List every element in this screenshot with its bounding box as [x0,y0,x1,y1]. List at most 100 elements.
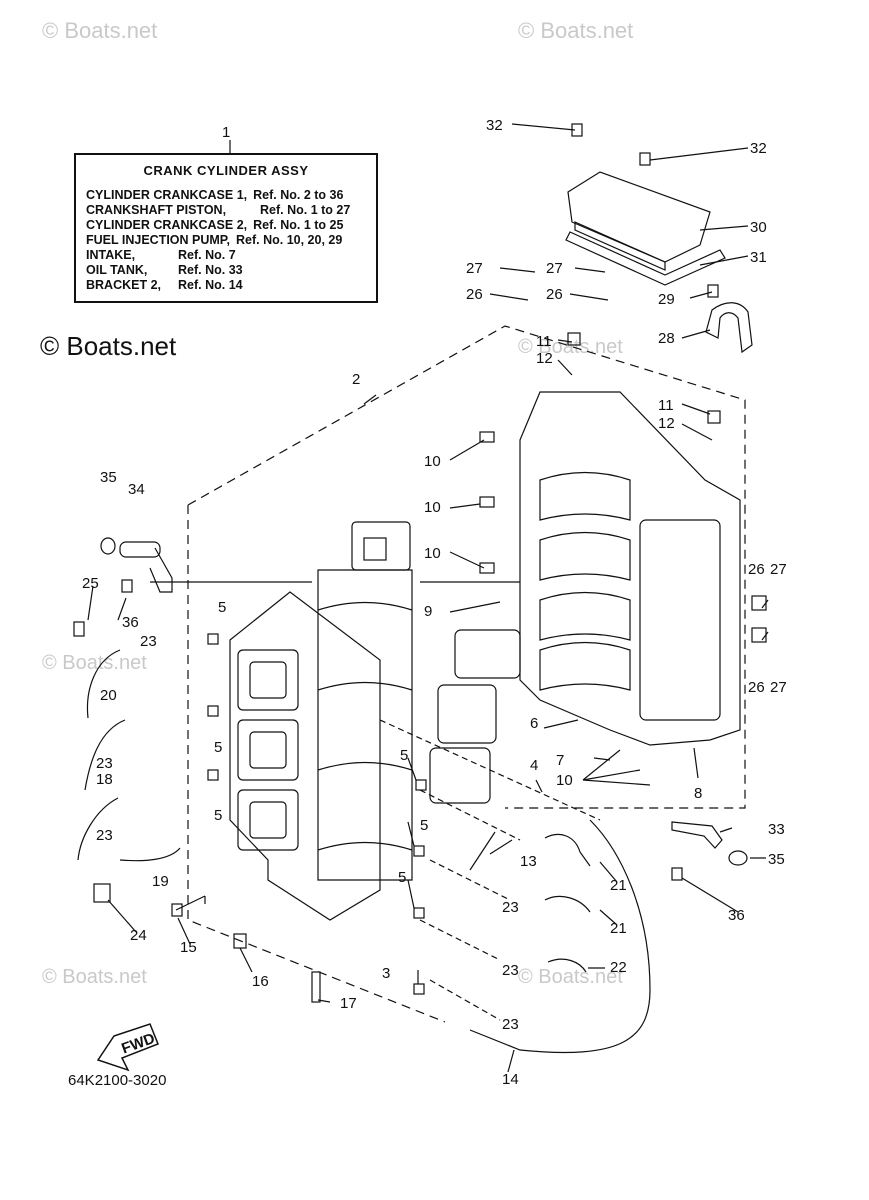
assembly-legend-box: CRANK CYLINDER ASSY CYLINDER CRANKCASE 1… [74,153,378,303]
callout-number: 26 [748,679,765,696]
callout-number: 34 [128,481,145,498]
bolt-head [121,579,133,593]
legend-row-name: FUEL INJECTION PUMP, [86,233,231,247]
legend-row: BRACKET 2, Ref. No. 14 [86,278,366,293]
callout-number: 29 [658,291,675,308]
callout-number: 18 [96,771,113,788]
callout-number: 11 [536,333,552,350]
legend-row: INTAKE, Ref. No. 7 [86,248,366,263]
callout-number: 5 [420,817,428,834]
watermark-top-right: © Boats.net [518,18,634,43]
head-cover-gasket [565,231,726,286]
callout-number: 30 [750,219,767,236]
hose [84,719,126,791]
legend-row-ref: Ref. No. 2 to 36 [253,188,344,202]
legend-row-ref: Ref. No. 1 to 25 [253,218,344,232]
callout-number: 32 [750,140,767,157]
legend-row: FUEL INJECTION PUMP,Ref. No. 10, 20, 29 [86,233,366,248]
bolt-head [567,332,581,346]
callout-number: 4 [530,757,538,774]
legend-row: CRANKSHAFT PISTON,Ref. No. 1 to 27 [86,203,366,218]
callout-number: 27 [770,561,787,578]
piston [429,747,491,804]
watermark-mid-left: © Boats.net [42,652,147,674]
callout-number: 26 [466,286,483,303]
callout-number: 22 [610,959,627,976]
crankcase-block-right [519,391,741,746]
callout-number: 35 [100,469,117,486]
drawing-code: 64K2100-3020 [68,1072,167,1089]
callout-number: 16 [252,973,269,990]
legend-row-ref: Ref. No. 14 [178,278,243,292]
legend-row: OIL TANK, Ref. No. 33 [86,263,366,278]
legend-row-name: CYLINDER CRANKCASE 2, [86,218,248,232]
legend-row-ref: Ref. No. 7 [178,248,236,262]
callout-number: 3 [382,965,390,982]
pipe [119,541,161,558]
callout-number: 17 [340,995,357,1012]
callout-number: 23 [96,755,113,772]
callout-number: 27 [770,679,787,696]
hose [77,797,119,861]
callout-number: 24 [130,927,147,944]
callout-number: 13 [520,853,537,870]
callout-number: 12 [658,415,675,432]
callout-number: 10 [424,499,441,516]
legend-row-name: INTAKE, [86,248,136,262]
piston [454,629,521,679]
bolt-head [639,152,651,166]
crankshaft-top [351,521,411,571]
bracket [705,302,753,354]
bolt [175,895,206,911]
legend-row-name: BRACKET 2, [86,278,162,292]
callout-number: 5 [214,739,222,756]
callout-number: 8 [694,785,702,802]
callout-number: 25 [82,575,99,592]
watermark-mid-right: © Boats.net [518,336,623,358]
crankshaft-nose [363,537,387,561]
callout-number: 5 [218,599,226,616]
cap [728,850,748,866]
bolt-head [707,410,721,424]
cap [100,537,116,555]
hose [544,895,591,913]
callout-number: 27 [466,260,483,277]
hose-long [469,819,651,1054]
legend-row: CYLINDER CRANKCASE 1,Ref. No. 2 to 36 [86,188,366,203]
hose [86,649,121,719]
callout-number: 21 [610,920,627,937]
legend-row-ref: Ref. No. 33 [178,263,243,277]
callout-number: 19 [152,873,169,890]
legend-row-name: OIL TANK, [86,263,148,277]
bolt-head [707,284,719,298]
hose [547,958,587,973]
bolt-head [671,867,683,881]
callout-number: 36 [122,614,139,631]
callout-number: 26 [748,561,765,578]
callout-number: 23 [96,827,113,844]
callout-number: 9 [424,603,432,620]
callout-number: 14 [502,1071,519,1088]
legend-row-ref: Ref. No. 1 to 27 [260,203,351,217]
hose [119,847,181,862]
copyright-notice: © Boats.net [40,331,177,361]
callout-number: 10 [424,545,441,562]
callout-number: 15 [180,939,197,956]
callout-number: 7 [556,752,564,769]
cylinder-block-left [229,591,381,921]
callout-number: 21 [610,877,627,894]
clip [73,621,85,637]
legend-title: CRANK CYLINDER ASSY [143,163,309,178]
callout-number: 20 [100,687,117,704]
assembly-frame-dashed [187,325,746,1023]
callout-number: 26 [546,286,563,303]
callout-number: 10 [424,453,441,470]
head-cover [567,171,711,263]
callout-number: 10 [556,772,573,789]
callout-number: 36 [728,907,745,924]
callout-number: 23 [502,1016,519,1033]
callout-number: 23 [502,899,519,916]
callout-number: 5 [214,807,222,824]
forward-arrow-icon: FWD [96,1023,159,1072]
